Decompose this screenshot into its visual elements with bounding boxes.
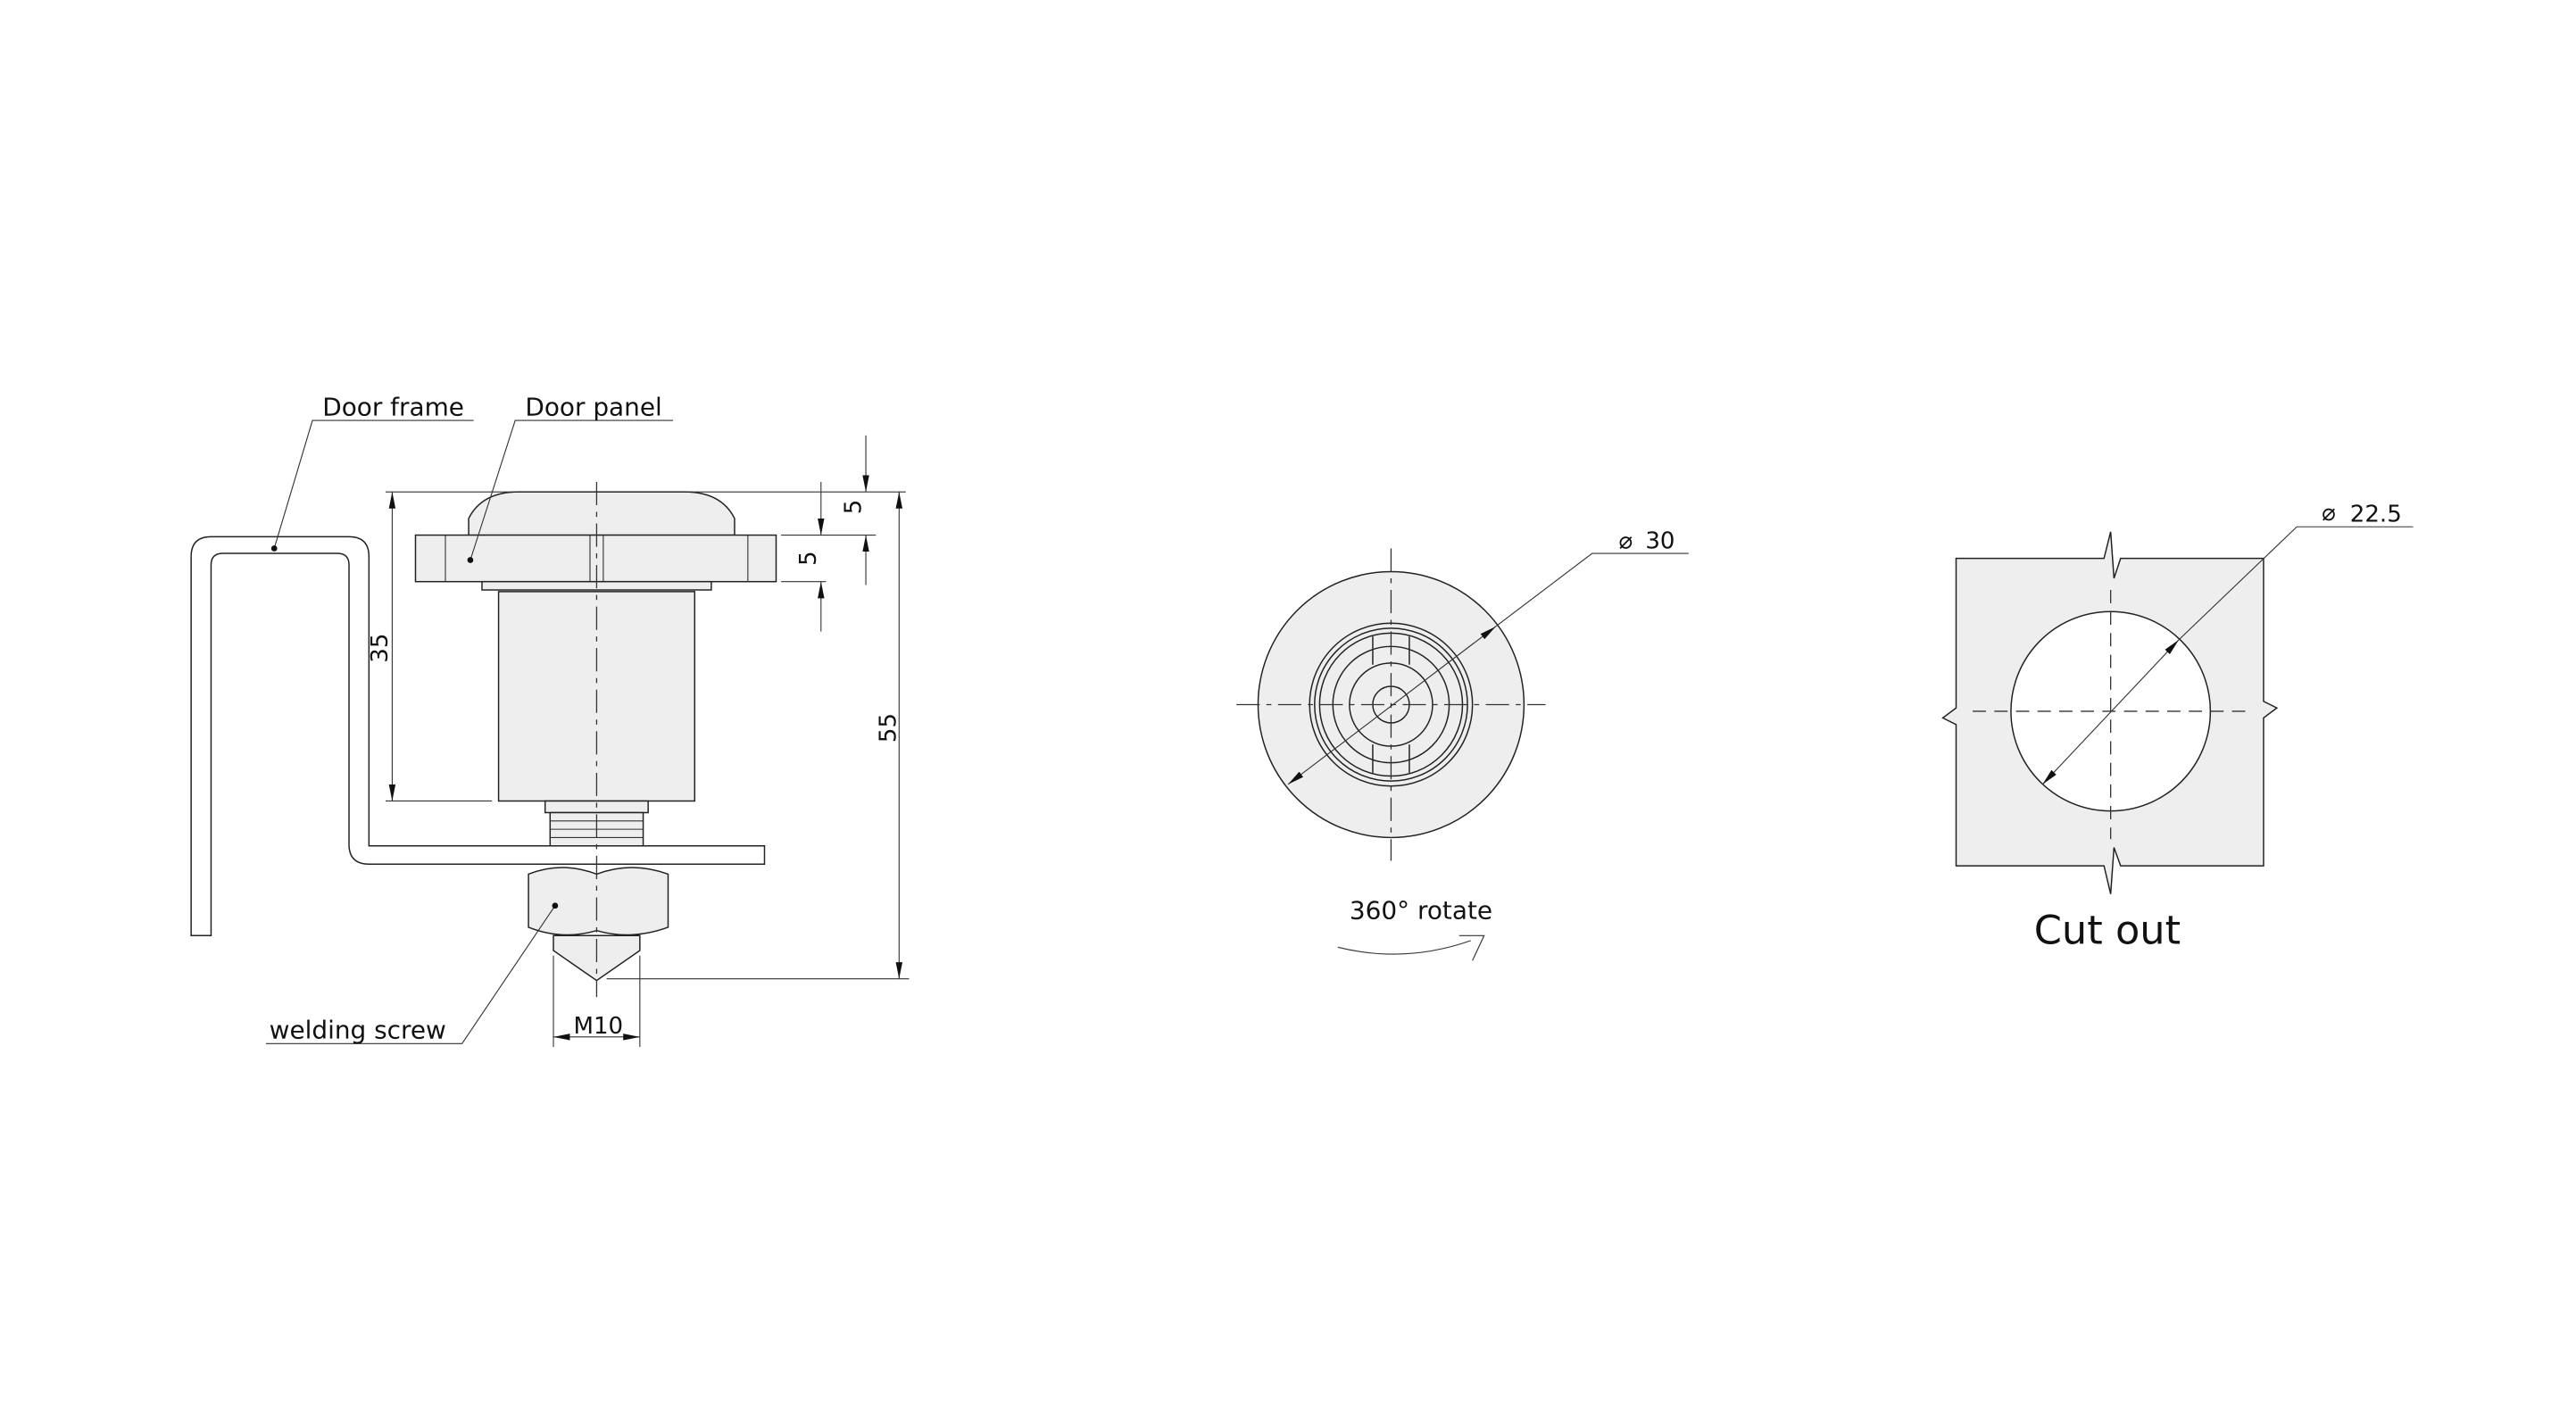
dim-body-height: 35 <box>367 634 394 663</box>
rotation-note: 360° rotate <box>1350 896 1492 926</box>
label-welding-screw: welding screw <box>270 1016 446 1045</box>
dim-thread: M10 <box>573 1013 623 1040</box>
dim-head-height: 5 <box>840 500 867 515</box>
front-view: ⌀ 30 360° rotate <box>1236 527 1689 961</box>
lock-head-dome <box>468 491 735 536</box>
dim-face-diameter: 30 <box>1645 527 1674 554</box>
dim-cutout-diameter-symbol: ⌀ <box>2322 500 2336 527</box>
door-frame <box>190 536 766 937</box>
cutout-title: Cut out <box>2034 908 2181 954</box>
rotate-arrow-icon <box>1337 934 1485 961</box>
side-view: 35 55 5 5 M10 Door frame Door panel weld… <box>190 393 910 1048</box>
label-door-frame: Door frame <box>322 393 464 422</box>
dim-overall-height: 55 <box>876 713 902 743</box>
dim-flange-thickness: 5 <box>795 551 822 566</box>
label-door-panel: Door panel <box>525 393 661 422</box>
cutout-view: ⌀ 22.5 Cut out <box>1941 500 2414 954</box>
dim-face-diameter-symbol: ⌀ <box>1619 527 1633 554</box>
dim-cutout-diameter: 22.5 <box>2350 502 2402 528</box>
hex-nut <box>528 867 669 936</box>
